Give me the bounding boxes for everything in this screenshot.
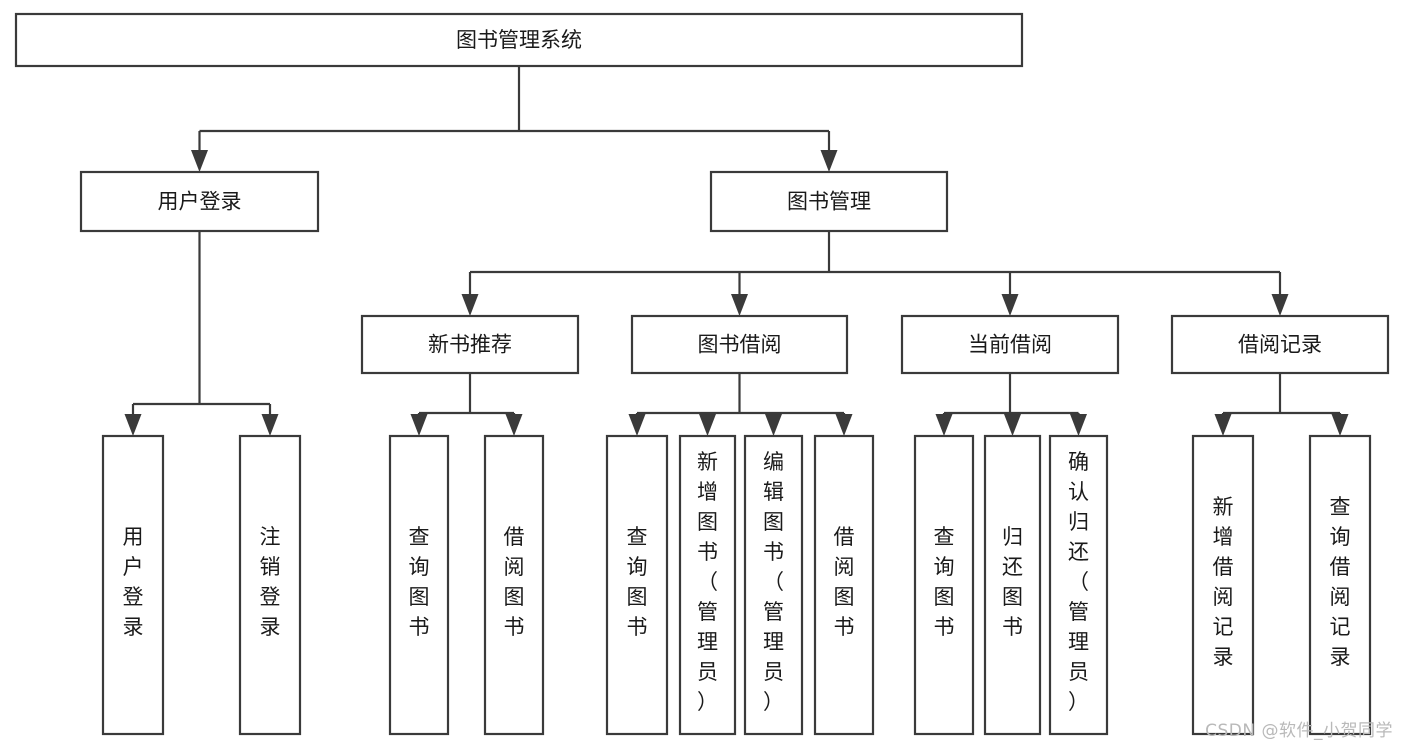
node-label: 借阅图书 — [504, 525, 525, 639]
node-label: 新增图书（管理员） — [697, 450, 718, 714]
node-label: 借阅图书 — [834, 525, 855, 639]
node-label: 新增借阅记录 — [1213, 495, 1234, 669]
node-root[interactable]: 图书管理系统 — [14, 12, 1024, 68]
arrow-head-icon — [461, 294, 479, 316]
node-box — [1048, 434, 1109, 736]
node-box — [360, 314, 580, 375]
node-leaf-cb-query[interactable]: 查询图书 — [913, 434, 975, 736]
node-box — [388, 434, 450, 736]
arrow-head-icon — [628, 414, 646, 436]
node-l2-book-mgmt[interactable]: 图书管理 — [709, 170, 949, 233]
node-box — [79, 170, 320, 233]
arrow-head-icon — [1271, 294, 1289, 316]
node-box — [14, 12, 1024, 68]
node-l3-borrow[interactable]: 图书借阅 — [630, 314, 849, 375]
node-leaf-rec-add[interactable]: 新增借阅记录 — [1191, 434, 1255, 736]
node-label: 归还图书 — [1002, 525, 1023, 639]
node-box — [743, 434, 804, 736]
node-layer: 图书管理系统用户登录图书管理新书推荐图书借阅当前借阅借阅记录用户登录注销登录查询… — [14, 12, 1390, 736]
arrow-head-icon — [1004, 414, 1021, 436]
arrow-head-icon — [124, 414, 142, 436]
node-label: 注销登录 — [260, 525, 281, 639]
node-label: 新书推荐 — [428, 333, 512, 357]
node-leaf-user-logout[interactable]: 注销登录 — [238, 434, 302, 736]
node-box — [900, 314, 1120, 375]
node-box — [1308, 434, 1372, 736]
node-l3-records[interactable]: 借阅记录 — [1170, 314, 1390, 375]
node-leaf-bb-borrow[interactable]: 借阅图书 — [813, 434, 875, 736]
arrow-head-icon — [505, 414, 523, 436]
node-label: 查询图书 — [627, 525, 648, 639]
arrow-head-icon — [699, 414, 716, 436]
node-leaf-bb-add[interactable]: 新增图书（管理员） — [678, 434, 737, 736]
node-box — [605, 434, 669, 736]
node-l3-new-book[interactable]: 新书推荐 — [360, 314, 580, 375]
node-box — [1191, 434, 1255, 736]
node-label: 查询借阅记录 — [1330, 495, 1351, 669]
node-box — [913, 434, 975, 736]
node-box — [101, 434, 165, 736]
arrow-head-icon — [191, 150, 208, 172]
arrow-head-icon — [1331, 414, 1349, 436]
node-label: 图书管理系统 — [456, 28, 582, 52]
node-label: 图书管理 — [787, 190, 871, 214]
arrow-head-icon — [1214, 414, 1232, 436]
node-label: 当前借阅 — [968, 333, 1052, 357]
node-box — [709, 170, 949, 233]
node-box — [1170, 314, 1390, 375]
arrow-head-icon — [731, 294, 748, 316]
arrow-head-icon — [1070, 414, 1087, 436]
node-leaf-cb-return[interactable]: 归还图书 — [983, 434, 1042, 736]
arrow-head-icon — [835, 414, 853, 436]
node-label: 用户登录 — [123, 525, 144, 639]
node-leaf-nb-borrow[interactable]: 借阅图书 — [483, 434, 545, 736]
node-box — [630, 314, 849, 375]
arrow-head-icon — [935, 414, 953, 436]
node-leaf-bb-query[interactable]: 查询图书 — [605, 434, 669, 736]
arrow-head-icon — [261, 414, 279, 436]
node-box — [678, 434, 737, 736]
arrow-head-icon — [1001, 294, 1019, 316]
node-label: 确认归还（管理员） — [1068, 450, 1089, 714]
node-label: 查询图书 — [934, 525, 955, 639]
node-box — [483, 434, 545, 736]
node-label: 图书借阅 — [698, 333, 782, 357]
node-l2-user-login[interactable]: 用户登录 — [79, 170, 320, 233]
node-label: 查询图书 — [409, 525, 430, 639]
node-leaf-rec-query[interactable]: 查询借阅记录 — [1308, 434, 1372, 736]
node-leaf-bb-edit[interactable]: 编辑图书（管理员） — [743, 434, 804, 736]
csdn-watermark: CSDN @软件_小贺同学 — [1205, 721, 1393, 741]
arrow-head-icon — [820, 150, 838, 172]
node-label: 用户登录 — [158, 190, 242, 214]
arrow-head-icon — [410, 414, 428, 436]
node-box — [813, 434, 875, 736]
node-label: 编辑图书（管理员） — [763, 450, 784, 714]
node-label: 借阅记录 — [1238, 333, 1322, 357]
node-box — [238, 434, 302, 736]
edge-layer — [124, 66, 1349, 436]
node-leaf-user-login[interactable]: 用户登录 — [101, 434, 165, 736]
node-leaf-cb-confirm[interactable]: 确认归还（管理员） — [1048, 434, 1109, 736]
node-l3-current[interactable]: 当前借阅 — [900, 314, 1120, 375]
node-box — [983, 434, 1042, 736]
arrow-head-icon — [765, 414, 782, 436]
node-leaf-nb-query[interactable]: 查询图书 — [388, 434, 450, 736]
